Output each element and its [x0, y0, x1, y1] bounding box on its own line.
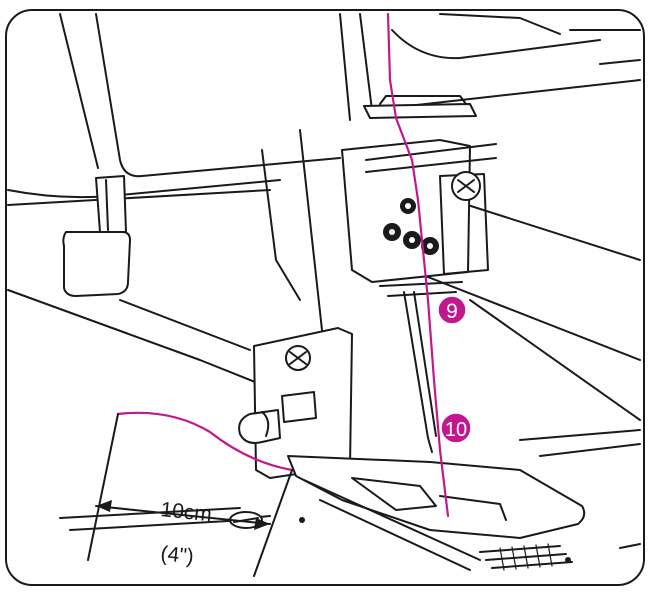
top-thread-guide: [363, 95, 477, 119]
measurement-metric: 10cm: [159, 498, 212, 526]
step-badge-9: 9: [437, 295, 467, 325]
needles: [403, 291, 437, 453]
diagram-frame: [5, 9, 645, 586]
step-badge-10: 10: [440, 412, 472, 444]
presser-foot: [287, 429, 641, 539]
needle-plate: [59, 479, 641, 571]
feed-dog: [479, 543, 573, 571]
needle-clamp-assembly: [341, 139, 497, 297]
step-number: 10: [445, 419, 467, 441]
thread-length-dimension: 10cm (4"): [87, 413, 293, 577]
step-number: 9: [446, 300, 458, 323]
arrow-left-icon: [96, 500, 112, 512]
presser-foot-holder: [238, 327, 353, 479]
thread-path: [386, 12, 450, 518]
presser-lever: [62, 175, 131, 297]
measurement-imperial: (4"): [159, 542, 194, 568]
machine-housing: [7, 13, 641, 206]
thread-tail: [116, 411, 294, 472]
arrow-right-icon: [254, 518, 270, 530]
